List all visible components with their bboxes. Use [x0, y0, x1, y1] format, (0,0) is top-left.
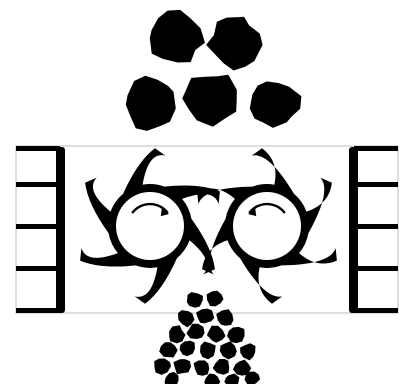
right-comb-wall	[349, 146, 398, 313]
left-comb-wall	[16, 146, 65, 313]
rock-icon	[126, 76, 176, 131]
right-rotor	[197, 148, 337, 304]
rock-icon	[207, 291, 224, 307]
rock-icon	[206, 17, 263, 71]
left-wall-rib	[16, 308, 60, 313]
rock-icon	[224, 374, 239, 384]
right-wall-rib	[354, 146, 398, 151]
right-wall-rib	[354, 308, 398, 313]
right-wall-rib	[354, 266, 398, 271]
right-wall-rib	[354, 182, 398, 187]
rock-icon	[250, 81, 302, 128]
rock-icon	[187, 292, 203, 308]
rock-icon	[245, 372, 261, 384]
rock-icon	[173, 359, 191, 374]
rock-icon	[204, 374, 220, 384]
right-wall-rib	[354, 224, 398, 229]
rock-icon	[227, 327, 245, 343]
left-wall-rib	[16, 182, 60, 187]
rock-icon	[216, 309, 233, 325]
left-wall-rib	[16, 224, 60, 229]
rock-icon	[159, 342, 178, 357]
right-wall-post	[349, 147, 358, 313]
left-wall-rib	[16, 266, 60, 271]
left-wall-post	[56, 147, 65, 313]
rock-icon	[200, 342, 216, 360]
rock-icon	[196, 309, 214, 324]
rock-icon	[150, 10, 205, 63]
left-wall-rib	[16, 146, 60, 151]
rock-icon	[169, 325, 185, 343]
rock-icon	[194, 360, 210, 375]
rotor-hub	[116, 192, 184, 260]
rock-icon	[154, 359, 171, 375]
rock-icon	[220, 341, 237, 359]
rock-icon	[207, 326, 226, 343]
rock-icon	[165, 372, 179, 384]
left-rotor	[80, 148, 220, 304]
rock-icon	[182, 75, 237, 127]
rock-icon	[213, 359, 230, 375]
rock-icon	[240, 343, 255, 360]
rock-icon	[180, 341, 195, 356]
crushing-chamber	[16, 146, 398, 313]
rotor-hub	[233, 192, 301, 260]
